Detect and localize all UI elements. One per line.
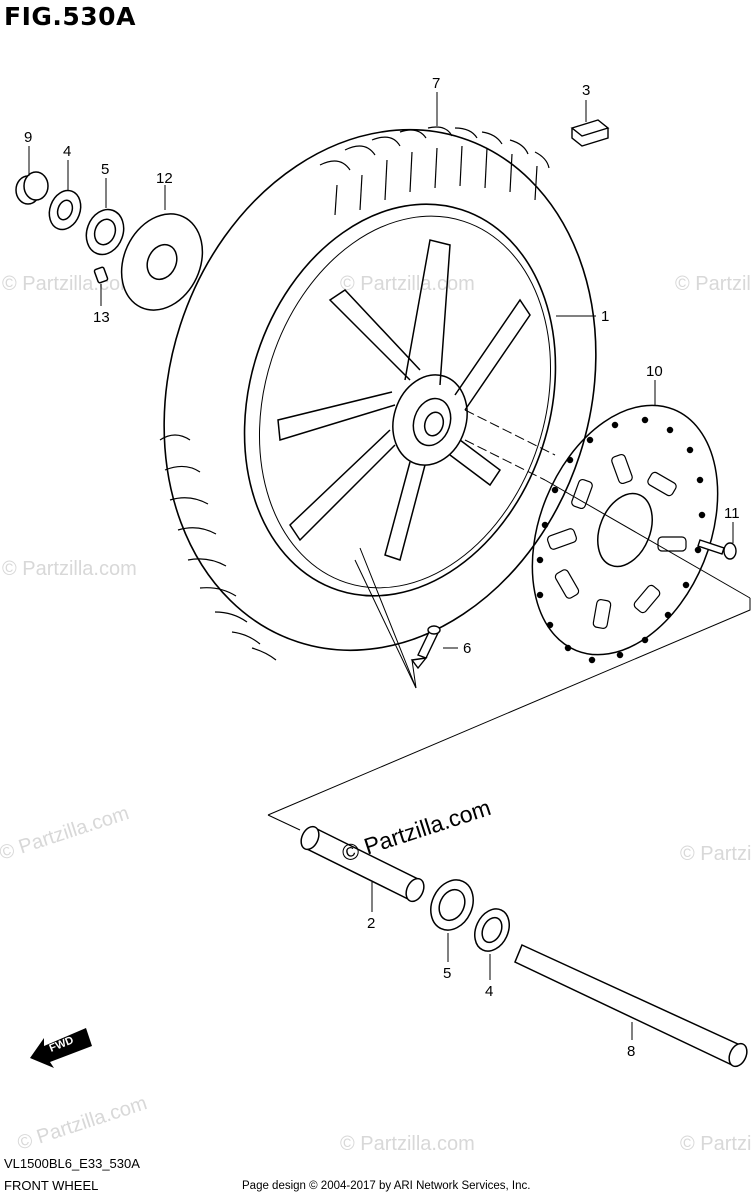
callout-3: 3 bbox=[582, 82, 590, 99]
callout-6: 6 bbox=[463, 640, 471, 657]
watermark: © Partzilla.com bbox=[340, 273, 475, 295]
callouts: 7 3 9 4 5 12 13 1 10 11 6 2 5 4 8 bbox=[24, 75, 740, 1060]
callout-10: 10 bbox=[646, 363, 663, 380]
watermark: © Partzilla.com bbox=[15, 1092, 150, 1155]
callout-12: 12 bbox=[156, 170, 173, 187]
callout-8: 8 bbox=[627, 1043, 635, 1060]
callout-1: 1 bbox=[601, 308, 609, 325]
watermark: © Partzilla.com bbox=[340, 1133, 475, 1155]
watermark: © Partzilla.com bbox=[675, 273, 751, 295]
brake-disc bbox=[531, 404, 719, 664]
wheel-rim bbox=[277, 239, 531, 561]
fwd-arrow-icon: FWD bbox=[30, 1028, 92, 1068]
callout-5: 5 bbox=[101, 161, 109, 178]
watermark: © Partzilla.com bbox=[2, 558, 137, 580]
watermarks: © Partzilla.com © Partzilla.com © Partzi… bbox=[0, 273, 751, 1155]
model-code: VL1500BL6_E33_530A bbox=[4, 1156, 140, 1171]
watermark: © Partzilla.com bbox=[0, 802, 132, 865]
leader-lines bbox=[28, 92, 751, 1040]
tire bbox=[159, 126, 597, 661]
parts-cluster-top-left bbox=[15, 171, 204, 311]
callout-7: 7 bbox=[432, 75, 440, 92]
balance-weight bbox=[570, 119, 610, 147]
callout-2: 2 bbox=[367, 915, 375, 932]
callout-11: 11 bbox=[724, 505, 740, 522]
figure-title: FIG.530A bbox=[4, 2, 136, 31]
callout-4: 4 bbox=[485, 983, 493, 1000]
page-credit: Page design © 2004-2017 by ARI Network S… bbox=[242, 1180, 531, 1192]
valve bbox=[410, 625, 441, 670]
callout-4: 4 bbox=[63, 143, 71, 160]
watermark: © Partzilla.com bbox=[680, 843, 751, 865]
callout-5: 5 bbox=[443, 965, 451, 982]
watermark: © Partzilla.com bbox=[2, 273, 137, 295]
callout-9: 9 bbox=[24, 129, 32, 146]
figure-name: FRONT WHEEL bbox=[4, 1178, 99, 1193]
watermark: © Partzilla.com bbox=[680, 1133, 751, 1155]
callout-13: 13 bbox=[93, 309, 110, 326]
watermark-main: © Partzilla.com bbox=[339, 794, 494, 867]
disc-bolt bbox=[697, 539, 737, 560]
parts-cluster-bottom bbox=[300, 825, 748, 1068]
